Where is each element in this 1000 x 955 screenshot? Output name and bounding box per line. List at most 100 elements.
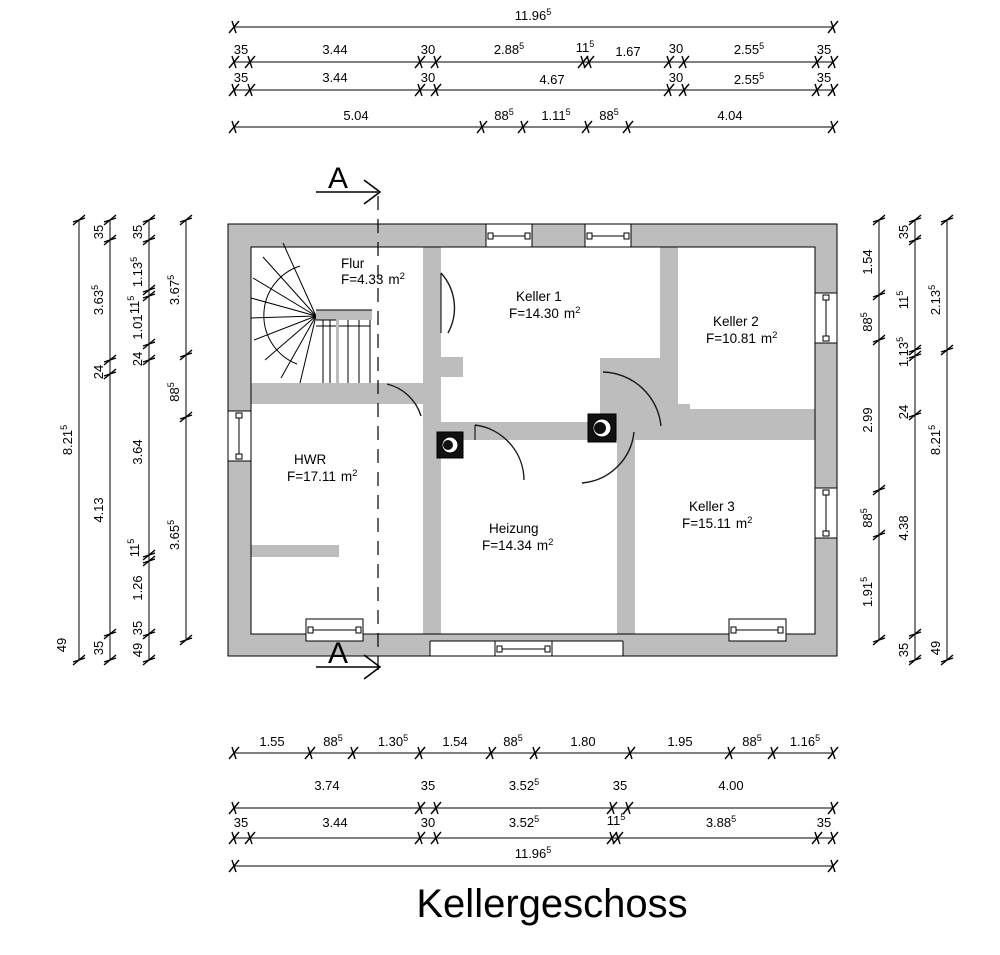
section-marker-top: A (316, 162, 382, 205)
dim-label: 1.95 (667, 734, 692, 749)
dim-label: 35 (896, 643, 911, 657)
dim-label: 35 (234, 815, 248, 830)
dimension-chain-left-overall: 8.215 49 (54, 214, 86, 666)
dim-label: 30 (421, 42, 435, 57)
section-letter-a: A (328, 637, 348, 670)
section-marker-bottom: A (316, 637, 382, 680)
dim-label: 885 (599, 107, 618, 123)
window-symbol (305, 618, 364, 642)
dim-label: 3.44 (322, 42, 347, 57)
dim-label: 1.80 (570, 734, 595, 749)
page-title: Kellergeschoss (416, 882, 687, 926)
dim-label: 35 (896, 225, 911, 239)
dim-label: 115 (895, 291, 911, 310)
dim-label: 115 (607, 812, 626, 828)
dim-label: 3.74 (314, 778, 339, 793)
dim-label: 49 (54, 638, 69, 652)
window-symbol (814, 487, 838, 539)
dim-label: 1.305 (378, 733, 408, 749)
dim-label: 1.67 (615, 44, 640, 59)
dimension-chain-left-d: 3.675 885 3.655 (166, 214, 193, 646)
dim-label: 4.00 (718, 778, 743, 793)
dim-label: 1.26 (130, 575, 145, 600)
section-letter-a: A (328, 162, 348, 195)
dim-label: 885 (166, 382, 182, 401)
dim-label: 885 (742, 733, 761, 749)
dim-label: 885 (503, 733, 522, 749)
dim-label: 1.915 (859, 577, 875, 607)
dim-label: 885 (494, 107, 513, 123)
dim-label: 35 (613, 778, 627, 793)
dim-label: 3.44 (322, 70, 347, 85)
dim-label: 35 (91, 225, 106, 239)
window-symbol (814, 292, 838, 344)
dim-label: 35 (130, 621, 145, 635)
dimension-chain-left-c: 35 1.135 115 1.01 24 3.64 115 1.26 35 49 (126, 214, 156, 666)
dim-label: 35 (817, 70, 831, 85)
interior-walls (251, 247, 815, 634)
dim-label: 24 (896, 405, 911, 419)
chimney-flue-symbol (587, 413, 617, 443)
dim-label: 1.01 (130, 314, 145, 339)
windows (227, 223, 838, 657)
dim-label: 1.135 (129, 257, 145, 287)
dimension-chain-bottom-detail: 1.55 885 1.305 1.54 885 1.80 1.95 885 1.… (228, 733, 839, 760)
chimney-flue-symbol (436, 431, 464, 459)
dim-label: 11.965 (515, 845, 552, 861)
dimension-chain-top-axes: 5.04 885 1.115 885 4.04 (228, 107, 839, 134)
dim-label: 1.55 (259, 734, 284, 749)
dim-label: 35 (130, 225, 145, 239)
dim-label: 1.165 (790, 733, 820, 749)
dim-label: 885 (323, 733, 342, 749)
room-name: HWR (294, 452, 326, 467)
dim-label: 4.38 (896, 515, 911, 540)
dimension-chain-bottom-mid: 3.74 35 3.525 35 4.00 (228, 777, 839, 815)
dim-label: 49 (928, 641, 943, 655)
dim-label: 3.525 (509, 777, 539, 793)
dim-label: 49 (130, 643, 145, 657)
dim-label: 2.135 (927, 285, 943, 315)
dim-label: 8.215 (59, 425, 75, 455)
dim-label: 115 (126, 296, 142, 315)
room-name: Heizung (489, 521, 539, 536)
dim-label: 1.135 (895, 337, 911, 367)
dim-label: 2.99 (860, 407, 875, 432)
dim-label: 3.44 (322, 815, 347, 830)
room-name: Keller 2 (713, 314, 759, 329)
dim-label: 4.13 (91, 497, 106, 522)
winder-staircase (250, 242, 372, 384)
dimension-chain-top-overall: 11.965 (228, 7, 839, 34)
dim-label: 3.655 (166, 520, 182, 550)
dim-label: 1.54 (860, 249, 875, 274)
dim-label: 115 (576, 39, 595, 55)
dim-label: 35 (234, 70, 248, 85)
dim-label: 4.67 (539, 72, 564, 87)
dim-label: 35 (91, 641, 106, 655)
dimension-chain-bottom-overall: 11.965 (228, 845, 839, 873)
window-symbol (584, 223, 632, 248)
dim-label: 3.635 (90, 285, 106, 315)
window-symbol (485, 223, 533, 248)
dimension-chain-top-mid: 35 3.44 30 4.67 30 2.555 35 (228, 70, 839, 97)
doors (386, 272, 662, 484)
room-name: Keller 3 (689, 499, 735, 514)
dim-label: 30 (421, 815, 435, 830)
window-symbol (227, 410, 252, 462)
dim-label: 2.555 (734, 71, 764, 87)
dim-label: 3.64 (130, 439, 145, 464)
dim-label: 115 (126, 539, 142, 558)
dim-label: 3.525 (509, 814, 539, 830)
dimension-chain-top-detail: 35 3.44 30 2.885 115 1.67 30 2.555 35 (228, 39, 839, 69)
